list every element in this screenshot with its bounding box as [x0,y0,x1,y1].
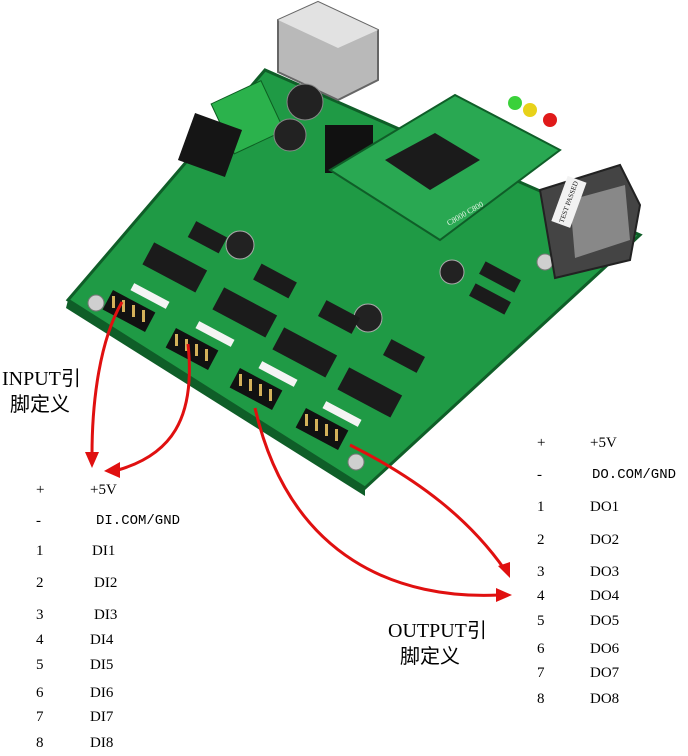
input-pin-number: 5 [36,657,44,673]
pcb-edge [66,300,365,496]
output-pin-number: 8 [537,691,545,707]
input-pin-number: - [36,513,41,529]
input-pin-number: 1 [36,543,44,559]
input-pin-signal: DI6 [90,685,114,701]
output-label: OUTPUT引 脚定义 [388,618,487,670]
output-pin-number: 4 [537,588,545,604]
output-pin-signal: DO7 [590,665,620,681]
input-pin-signal: DI3 [94,607,118,623]
header-silk-labels [130,283,362,427]
led-yellow [523,103,537,117]
capacitor [439,259,465,285]
header-pins [112,296,338,441]
input-pin-number: 6 [36,685,44,701]
output-arrow-1 [253,407,501,597]
input-label: INPUT引 脚定义 [2,366,81,418]
input-label-line1: INPUT引 [2,368,81,390]
mcu-chip [385,133,480,190]
input-pin-signal: DI.COM/GND [96,513,181,529]
db9-face [570,185,630,258]
output-pin-number: 7 [537,665,545,681]
output-pin-signal: DO1 [590,499,620,515]
driver-chips [142,221,521,418]
output-pin-number: - [537,467,542,483]
output-pin-number: 1 [537,499,545,515]
output-pin-signal: DO8 [590,691,620,707]
output-pin-signal: DO5 [590,613,620,629]
input-arrow-1 [90,301,124,456]
output-pin-signal: DO6 [590,641,620,657]
input-arrow-2 [117,343,191,472]
input-pin-number: + [36,482,45,498]
output-pin-number: 2 [537,532,545,548]
output-pin-signal: DO3 [590,564,620,580]
output-label-line2: 脚定义 [400,646,460,668]
input-pin-signal: DI8 [90,735,114,751]
output-pin-number: 6 [537,641,545,657]
output-pin-signal: DO4 [590,588,620,604]
output-pin-signal: +5V [590,435,617,451]
output-pin-number: 5 [537,613,545,629]
dc-jack [177,112,243,178]
ethernet-jack-face [278,2,378,48]
output-pin-signal: DO2 [590,532,620,548]
input-pin-signal: DI2 [94,575,118,591]
input-pin-signal: DI4 [90,632,114,648]
output-pin-number: 3 [537,564,545,580]
input-pin-number: 7 [36,709,44,725]
output-pin-number: + [537,435,546,451]
output-label-line1: OUTPUT引 [388,620,487,642]
pin-arrows [90,301,507,597]
input-pin-number: 8 [36,735,44,751]
capacitor [286,83,324,121]
capacitor [225,230,255,260]
input-pin-signal: DI1 [92,543,116,559]
input-pin-signal: DI7 [90,709,114,725]
output-arrow-2 [349,443,507,571]
arrow-heads [85,452,512,602]
input-label-line2: 脚定义 [10,394,70,416]
mount-hole [87,294,105,312]
led-red [543,113,557,127]
input-pin-signal: +5V [90,482,117,498]
input-pin-number: 2 [36,575,44,591]
capacitor [273,118,307,152]
output-pin-signal: DO.COM/GND [592,467,677,483]
input-pin-signal: DI5 [90,657,114,673]
input-pin-number: 4 [36,632,44,648]
mount-hole [347,453,365,471]
led-green [508,96,522,110]
input-pin-number: 3 [36,607,44,623]
